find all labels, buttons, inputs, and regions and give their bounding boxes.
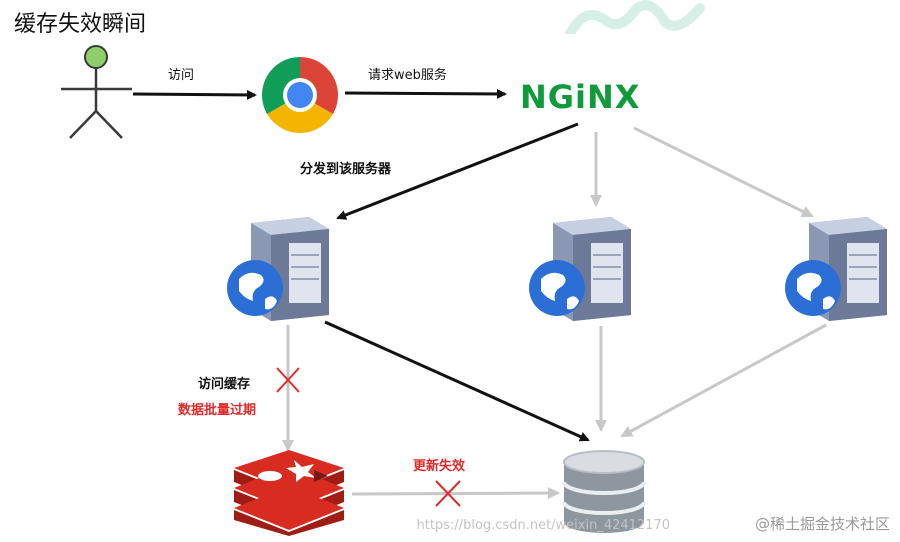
server-3-icon — [785, 217, 887, 321]
arrow-server1-to-db — [324, 320, 590, 442]
arrow-nginx-to-server3 — [633, 126, 814, 218]
arrow-redis-to-db — [351, 487, 560, 500]
label-visit-cache: 访问缓存 — [198, 377, 251, 392]
label-request-web: 请求web服务 — [368, 68, 447, 83]
diagram-title: 缓存失效瞬间 — [14, 12, 147, 37]
arrow-user-to-browser — [132, 89, 257, 100]
database-icon — [562, 450, 646, 533]
chrome-browser-icon — [262, 57, 338, 133]
brand-watermark: @稀土掘金技术社区 — [754, 515, 890, 533]
watermark-logo-icon — [565, 0, 705, 34]
server-2-icon — [529, 217, 631, 321]
redis-cache-icon — [234, 450, 344, 536]
label-update-fail: 更新失效 — [413, 459, 466, 474]
label-dispatch: 分发到该服务器 — [300, 162, 392, 177]
arrow-nginx-to-server1 — [336, 122, 579, 220]
nginx-logo: NGiNX — [520, 78, 641, 116]
source-url-watermark: https://blog.csdn.net/weixin_42412170 — [416, 518, 670, 533]
user-icon — [61, 45, 132, 139]
label-batch-expire: 数据批量过期 — [178, 403, 257, 418]
arrow-server3-to-db — [620, 323, 827, 438]
cross-update-fail-icon — [435, 480, 461, 507]
label-visit: 访问 — [168, 68, 195, 83]
arrow-browser-to-nginx — [344, 88, 507, 99]
server-1-icon — [227, 217, 329, 321]
cross-visit-cache-icon — [276, 367, 300, 393]
